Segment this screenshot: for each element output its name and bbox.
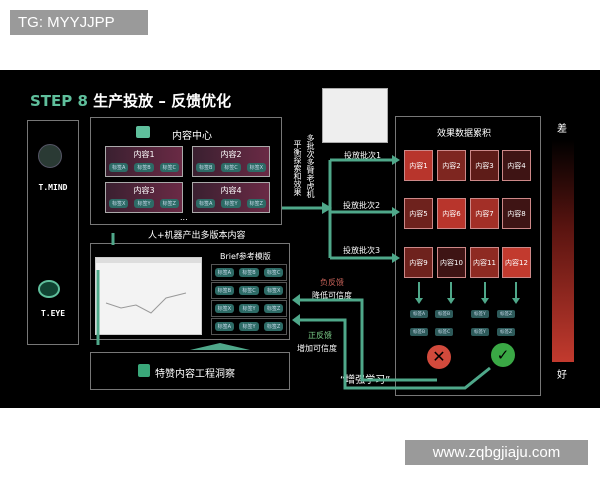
brief-screenshot: [95, 257, 202, 335]
watermark-bottom: www.zqbgjiaju.com: [405, 440, 588, 465]
tag: 标签Z: [159, 199, 179, 208]
result-tag: 标签Z: [497, 310, 516, 318]
result-cell[interactable]: 内容6: [437, 198, 466, 229]
result-cell[interactable]: 内容12: [502, 247, 531, 278]
step-label: STEP 8: [30, 92, 88, 110]
card-title: 内容4: [220, 186, 242, 195]
insight-box: [90, 352, 290, 390]
result-cell[interactable]: 内容4: [502, 150, 531, 181]
brief-panel: [90, 243, 290, 340]
result-cell[interactable]: 内容9: [404, 247, 433, 278]
tag: 标签Z: [246, 199, 266, 208]
bandit-illustration: [322, 88, 388, 143]
teye-label: T.EYE: [40, 309, 66, 318]
brief-row: 标签A 标签B 标签C: [211, 264, 287, 281]
result-cell[interactable]: 内容10: [437, 247, 466, 278]
brain-icon: [38, 144, 62, 168]
tag: 标签Z: [263, 304, 284, 313]
content-card[interactable]: 内容2 标签B 标签C 标签X: [192, 146, 270, 177]
batch-branches: [330, 158, 392, 260]
inbox-icon: [136, 126, 150, 138]
neg-feedback-line: [300, 298, 437, 382]
result-tag: 标签B: [410, 328, 429, 336]
watermark-top: TG: MYYJJPP: [10, 10, 148, 35]
tag: 标签X: [109, 199, 129, 208]
tag: 标签X: [214, 304, 235, 313]
result-tag: 标签A: [410, 310, 429, 318]
content-center-title: 内容中心: [172, 131, 212, 142]
card-title: 内容2: [220, 150, 242, 159]
brief-chart-thumbnail: [105, 292, 187, 314]
tag: 标签Y: [239, 322, 259, 331]
card-title: 内容1: [133, 150, 155, 159]
batch-label: 投放批次1: [344, 151, 382, 160]
scale-bottom: 好: [557, 370, 567, 381]
brief-row: 标签B 标签C 标签X: [211, 282, 287, 299]
brief-row: 标签X 标签Y 标签Z: [211, 300, 287, 317]
tag: 标签A: [214, 322, 235, 331]
result-cell[interactable]: 内容2: [437, 150, 466, 181]
tag: 标签A: [196, 199, 216, 208]
result-cell[interactable]: 内容5: [404, 198, 433, 229]
results-title: 效果数据累积: [437, 129, 492, 139]
accept-icon: ✓: [491, 343, 515, 367]
result-cell[interactable]: 内容8: [502, 198, 531, 229]
result-tag: 标签Y: [471, 310, 489, 318]
content-card[interactable]: 内容1 标签A 标签B 标签C: [105, 146, 183, 177]
result-cell[interactable]: 内容3: [470, 150, 499, 181]
brief-row: 标签A 标签Y 标签Z: [211, 318, 287, 335]
pos-feedback-text: 增加可信度: [297, 344, 337, 353]
pos-feedback-title: 正反馈: [308, 331, 332, 340]
batch-label: 投放批次2: [343, 201, 381, 210]
tag: 标签B: [214, 286, 235, 295]
result-cell[interactable]: 内容7: [470, 198, 499, 229]
batch-label: 投放批次3: [343, 246, 381, 255]
neg-feedback-text: 降低可信度: [312, 291, 352, 300]
tag: 标签A: [108, 163, 129, 172]
tag: 标签C: [239, 286, 259, 295]
tmind-label: T.MIND: [38, 183, 68, 192]
tag: 标签C: [263, 268, 284, 277]
tag: 标签C: [159, 163, 180, 172]
result-tag: 标签Z: [497, 328, 516, 336]
ellipsis: ...: [180, 213, 188, 222]
down-arrows: [418, 282, 517, 298]
content-card[interactable]: 内容3 标签X 标签Y 标签Z: [105, 182, 183, 213]
eye-icon: [38, 280, 60, 298]
tag: 标签Y: [221, 199, 241, 208]
result-tag: 标签B: [435, 310, 454, 318]
pos-feedback-line: [300, 318, 491, 390]
tag: 标签Y: [239, 304, 259, 313]
content-card[interactable]: 内容4 标签A 标签Y 标签Z: [192, 182, 270, 213]
scale-bar: [552, 140, 574, 362]
result-tag: 标签Y: [471, 328, 489, 336]
insight-label: 特赞内容工程洞察: [155, 369, 235, 380]
tag: 标签A: [214, 268, 235, 277]
tag: 标签Y: [134, 199, 154, 208]
neg-feedback-title: 负反馈: [320, 278, 344, 287]
reject-icon: ✕: [427, 345, 451, 369]
scale-top: 差: [557, 124, 567, 135]
tag: 标签B: [239, 268, 259, 277]
tool-column: [27, 120, 79, 345]
tag: 标签X: [263, 286, 284, 295]
result-cell[interactable]: 内容11: [470, 247, 499, 278]
tag: 标签C: [221, 163, 241, 172]
result-tag: 标签C: [435, 328, 454, 336]
content-caption: 人+机器产出多版本内容: [148, 231, 246, 241]
bandit-line1: 平衡探索和效果: [293, 140, 302, 196]
brief-title: Brief参考模版: [220, 252, 271, 261]
tag: 标签X: [246, 163, 267, 172]
tag: 标签B: [195, 163, 216, 172]
page-title: STEP 8 生产投放 – 反馈优化: [30, 90, 231, 111]
tag: 标签Z: [263, 322, 284, 331]
title-text: 生产投放 – 反馈优化: [93, 92, 232, 110]
card-title: 内容3: [133, 186, 155, 195]
bandit-line2: 多批次多臂老虎机: [306, 134, 315, 198]
result-cell[interactable]: 内容1: [404, 150, 433, 181]
tag: 标签B: [134, 163, 154, 172]
cube-icon: [138, 364, 150, 377]
content-center: [90, 117, 282, 225]
